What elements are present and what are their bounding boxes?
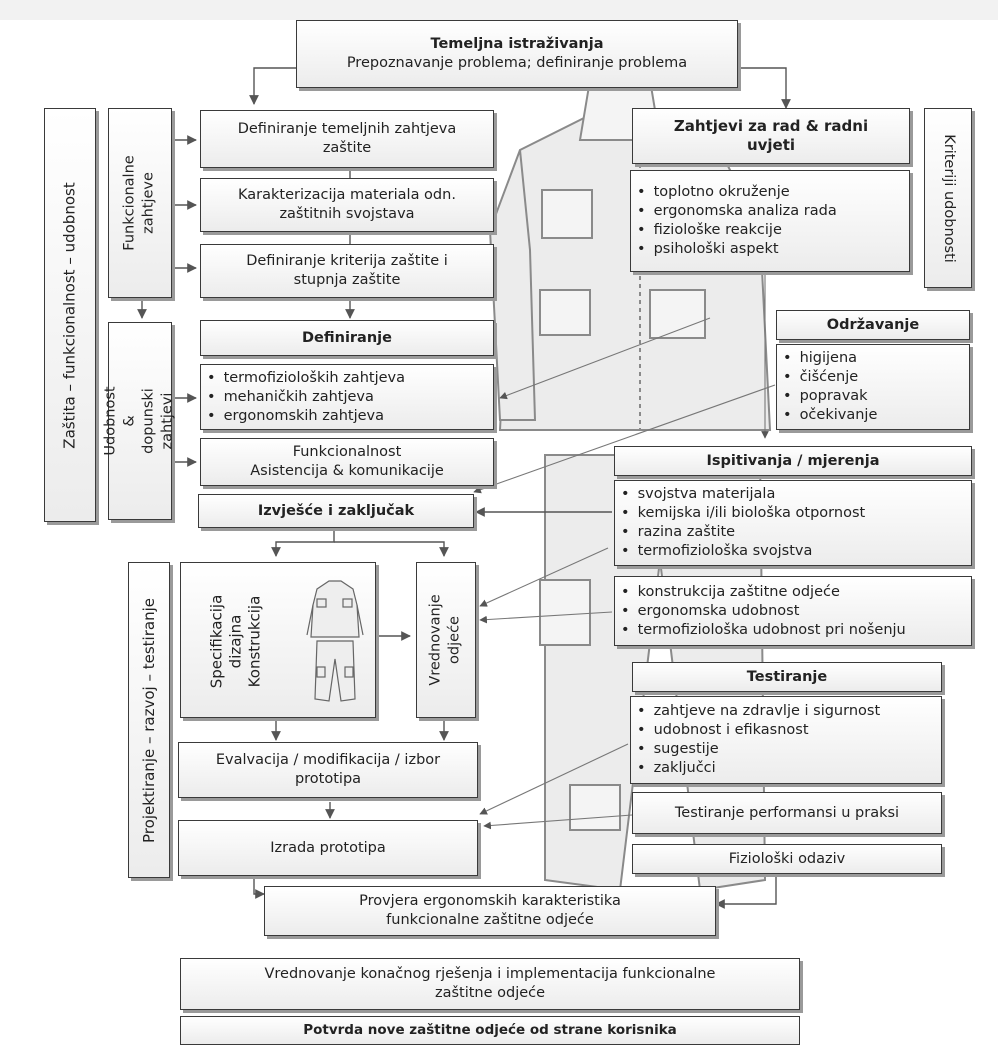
zahtjevi-rad-item: fiziološke reakcije [637, 221, 909, 240]
definiranje-item: ergonomskih zahtjeva [207, 407, 493, 426]
ispitivanja-item: kemijska i/ili biološka otpornost [621, 504, 971, 523]
evalvacija-text: Evalvacija / modifikacija / izbor protot… [215, 752, 441, 787]
box-testiranje: Testiranje [632, 662, 942, 692]
box-zastita-funkcionalnost-udobnost: Zaštita – funkcionalnost – udobnost [44, 108, 96, 522]
odrzavanje-item: čišćenje [783, 368, 969, 387]
odrzavanje-title: Održavanje [826, 316, 920, 333]
box-specifikacija: Specifikacija dizajna Konstrukcija [180, 562, 376, 718]
testiranje-item: udobnost i efikasnost [637, 721, 941, 740]
odrzavanje-item: higijena [783, 349, 969, 368]
provjera-text: Provjera ergonomskih karakteristika funk… [359, 893, 621, 928]
specifikacija-label: Specifikacija dizajna Konstrukcija [207, 594, 264, 688]
zahtjevi-rad-item: ergonomska analiza rada [637, 202, 909, 221]
box-karakterizacija: Karakterizacija materiala odn. zaštitnih… [200, 178, 494, 232]
definiranje-item: termofizioloških zahtjeva [207, 369, 493, 388]
vrednovanje-odjece-label: Vrednovanje odjeće [428, 594, 464, 686]
izvjesce-title: Izvješće i zaključak [257, 502, 415, 519]
box-evalvacija: Evalvacija / modifikacija / izbor protot… [178, 742, 478, 798]
ispitivanja-item: svojstva materijala [621, 485, 971, 504]
box-def-kriterija: Definiranje kriterija zaštite i stupnja … [200, 244, 494, 298]
zahtjevi-rad-title: Zahtjevi za rad & radni uvjeti [673, 117, 869, 154]
box-definiranje: Definiranje [200, 320, 494, 356]
def-kriterija-text: Definiranje kriterija zaštite i stupnja … [246, 253, 448, 288]
definiranje-title: Definiranje [302, 329, 392, 346]
box-vrednovanje-odjece: Vrednovanje odjeće [416, 562, 476, 718]
box-udobnost-dopunski: Udobnost & dopunski zahtjevi [103, 322, 176, 520]
testiranje-item: sugestije [637, 740, 941, 759]
definiranje-item: mehaničkih zahtjeva [207, 388, 493, 407]
box-potvrda: Potvrda nove zaštitne odjeće od strane k… [180, 1016, 800, 1045]
testiranje-item: zaključci [637, 759, 941, 778]
box-provjera: Provjera ergonomskih karakteristika funk… [264, 886, 716, 936]
odrzavanje-item: popravak [783, 387, 969, 406]
box-testiranje-performansi: Testiranje performansi u praksi [632, 792, 942, 834]
box-zahtjevi-rad: Zahtjevi za rad & radni uvjeti [632, 108, 910, 164]
konstrukcija-item: konstrukcija zaštitne odjeće [621, 583, 971, 602]
projektiranje-label: Projektiranje – razvoj – testiranje [139, 597, 158, 843]
ispitivanja-item: termofiziološka svojstva [621, 542, 971, 561]
zahtjevi-rad-item: toplotno okruženje [637, 183, 909, 202]
list-definiranje: termofizioloških zahtjeva mehaničkih zah… [200, 364, 494, 430]
odrzavanje-item: očekivanje [783, 406, 969, 425]
list-zahtjevi-rad: toplotno okruženje ergonomska analiza ra… [630, 170, 910, 272]
box-def-temeljnih: Definiranje temeljnih zahtjeva zaštite [200, 110, 494, 168]
ispitivanja-item: razina zaštite [621, 523, 971, 542]
box-temeljna-istrazivanja: Temeljna istraživanja Prepoznavanje prob… [296, 20, 738, 88]
konstrukcija-item: ergonomska udobnost [621, 602, 971, 621]
zastita-label: Zaštita – funkcionalnost – udobnost [60, 181, 79, 449]
fizioloski-text: Fiziološki odaziv [728, 850, 846, 867]
list-testiranje: zahtjeve na zdravlje i sigurnost udobnos… [630, 696, 942, 784]
def-temeljnih-text: Definiranje temeljnih zahtjeva zaštite [237, 121, 457, 156]
list-konstrukcija: konstrukcija zaštitne odjeće ergonomska … [614, 576, 972, 646]
box-izrada-prototipa: Izrada prototipa [178, 820, 478, 876]
kriteriji-label: Kriteriji udobnosti [940, 133, 957, 263]
garment-thumbnail-icon [306, 580, 364, 702]
zahtjevi-rad-item: psihološki aspekt [637, 240, 909, 259]
funkcionalne-label: Funkcionalne zahtjeve [122, 155, 158, 251]
potvrda-text: Potvrda nove zaštitne odjeće od strane k… [303, 1022, 677, 1038]
top-strip [0, 0, 998, 20]
list-ispitivanja: svojstva materijala kemijska i/ili biolo… [614, 480, 972, 566]
box-projektiranje: Projektiranje – razvoj – testiranje [128, 562, 170, 878]
box-ispitivanja: Ispitivanja / mjerenja [614, 446, 972, 476]
temeljna-title: Temeljna istraživanja [430, 36, 604, 52]
list-odrzavanje: higijena čišćenje popravak očekivanje [776, 344, 970, 430]
testiranje-title: Testiranje [746, 668, 828, 685]
testiranje-item: zahtjeve na zdravlje i sigurnost [637, 702, 941, 721]
box-fizioloski-odaziv: Fiziološki odaziv [632, 844, 942, 874]
box-funkcionalne-zahtjeve: Funkcionalne zahtjeve [108, 108, 172, 298]
box-funkcionalnost: Funkcionalnost Asistencija & komunikacij… [200, 438, 494, 486]
izrada-text: Izrada prototipa [270, 839, 386, 856]
box-kriteriji-udobnosti: Kriteriji udobnosti [924, 108, 972, 288]
karakterizacija-text: Karakterizacija materiala odn. zaštitnih… [238, 187, 456, 222]
funkcionalnost-line-1: Funkcionalnost [292, 444, 402, 460]
vrednovanje-konacnog-text: Vrednovanje konačnog rješenja i implemen… [264, 966, 716, 1001]
box-izvjesce: Izvješće i zaključak [198, 494, 474, 528]
temeljna-subtitle: Prepoznavanje problema; definiranje prob… [346, 55, 688, 71]
funkcionalnost-line-2: Asistencija & komunikacije [250, 463, 444, 479]
konstrukcija-item: termofiziološka udobnost pri nošenju [621, 621, 971, 640]
testiranje-performansi-text: Testiranje performansi u praksi [674, 804, 900, 821]
box-odrzavanje: Održavanje [776, 310, 970, 340]
box-vrednovanje-konacnog: Vrednovanje konačnog rješenja i implemen… [180, 958, 800, 1010]
ispitivanja-title: Ispitivanja / mjerenja [706, 452, 880, 469]
udobnost-dopunski-label: Udobnost & dopunski zahtjevi [103, 386, 177, 456]
